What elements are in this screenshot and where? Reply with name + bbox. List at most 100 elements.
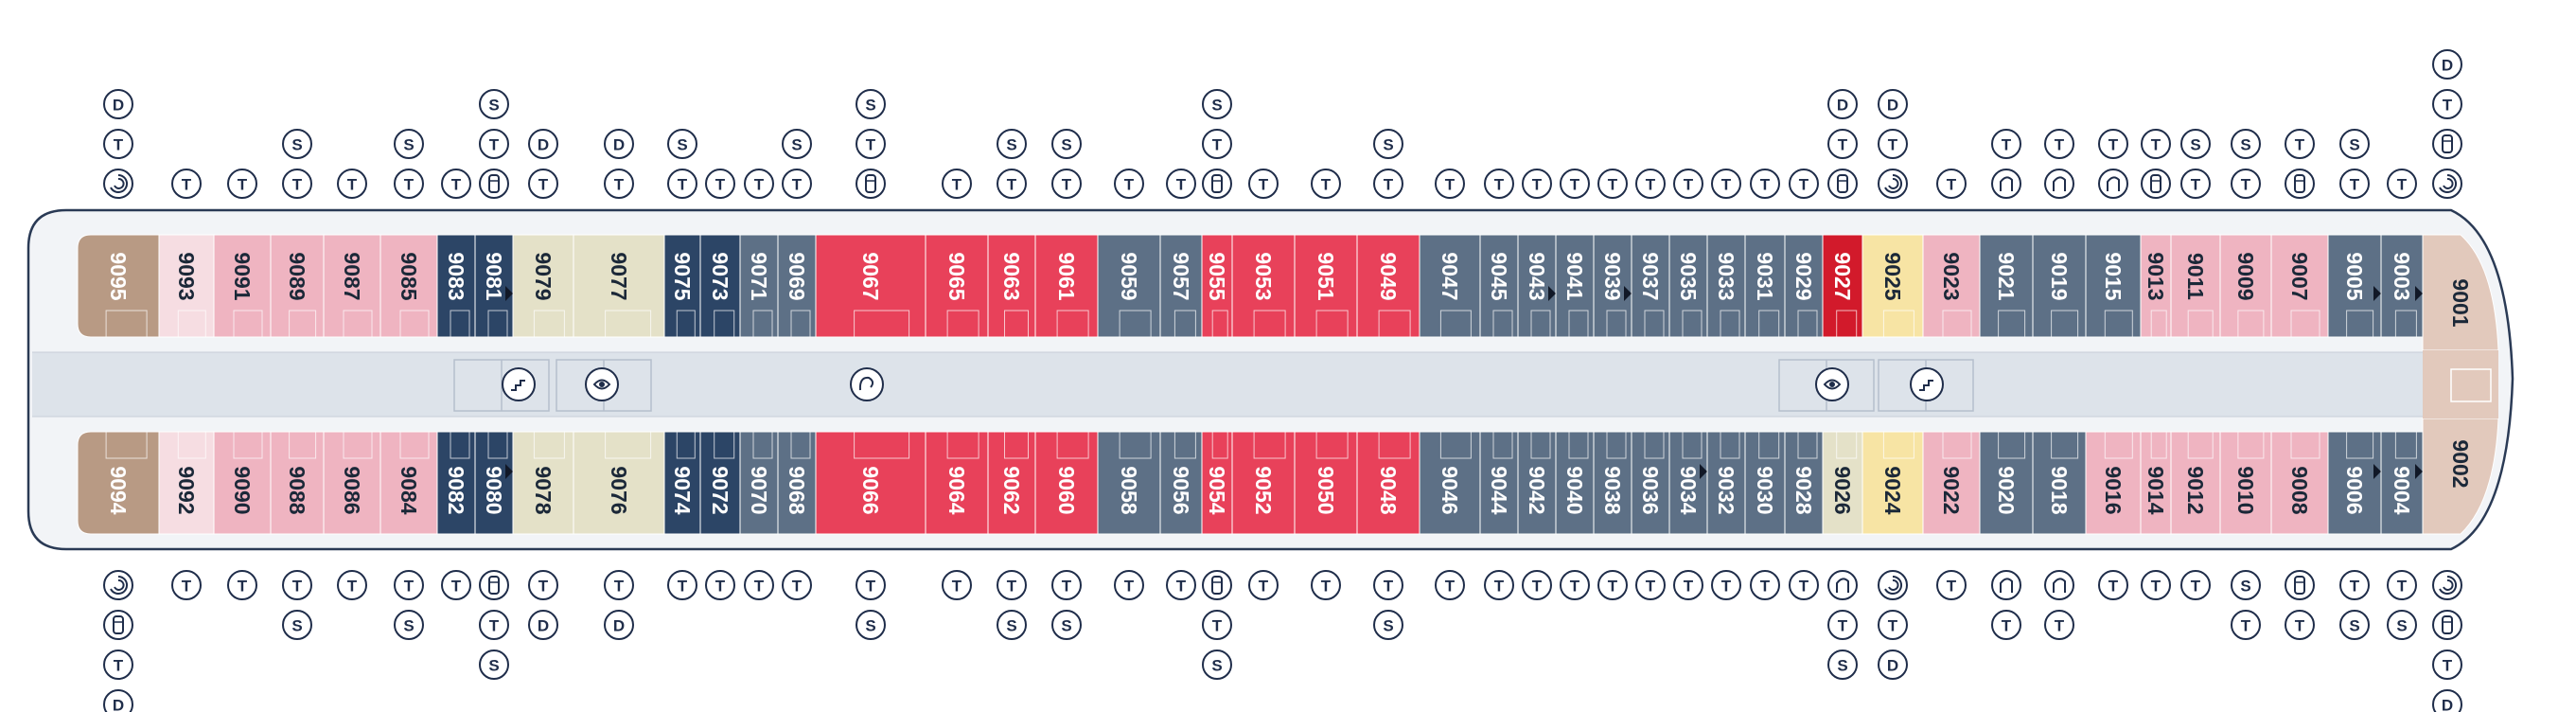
cabin-9006[interactable] — [2327, 431, 2382, 535]
cabin-fill[interactable] — [1479, 234, 1519, 338]
cabin-fill[interactable] — [1784, 234, 1824, 338]
cabin-fill[interactable] — [987, 431, 1036, 535]
cabin-fill[interactable] — [2219, 234, 2272, 338]
cabin-9060[interactable] — [1034, 431, 1099, 535]
cabin-9081[interactable] — [474, 234, 514, 338]
cabin-fill[interactable] — [512, 431, 574, 535]
cabin-fill[interactable] — [987, 234, 1036, 338]
cabin-fill[interactable] — [777, 234, 817, 338]
cabin-fill[interactable] — [1294, 431, 1358, 535]
cabin-9008[interactable] — [2270, 431, 2329, 535]
cabin-fill[interactable] — [1517, 431, 1557, 535]
cabin-fill[interactable] — [1555, 431, 1595, 535]
cabin-9043[interactable] — [1517, 234, 1557, 338]
cabin-9021[interactable] — [1979, 234, 2034, 338]
cabin-9075[interactable] — [663, 234, 701, 338]
cabin-9014[interactable] — [2140, 431, 2172, 535]
cabin-fill[interactable] — [213, 234, 272, 338]
cabin-fill[interactable] — [436, 234, 476, 338]
cabin-9015[interactable] — [2085, 234, 2142, 338]
cabin-9071[interactable] — [739, 234, 779, 338]
cabin-fill[interactable] — [474, 234, 514, 338]
cabin-9087[interactable] — [323, 234, 381, 338]
cabin-9084[interactable] — [379, 431, 438, 535]
cabin-9064[interactable] — [925, 431, 989, 535]
cabin-9065[interactable] — [925, 234, 989, 338]
cabin-9058[interactable] — [1097, 431, 1161, 535]
cabin-9077[interactable] — [573, 234, 665, 338]
cabin-9069[interactable] — [777, 234, 817, 338]
cabin-9041[interactable] — [1555, 234, 1595, 338]
cabin-fill[interactable] — [1479, 431, 1519, 535]
cabin-fill[interactable] — [323, 234, 381, 338]
cabin-9079[interactable] — [512, 234, 574, 338]
cabin-fill[interactable] — [77, 234, 160, 338]
cabin-fill[interactable] — [270, 431, 325, 535]
cabin-9020[interactable] — [1979, 431, 2034, 535]
cabin-fill[interactable] — [2327, 431, 2382, 535]
cabin-fill[interactable] — [1593, 234, 1632, 338]
cabin-fill[interactable] — [2032, 431, 2087, 535]
cabin-9022[interactable] — [1922, 431, 1981, 535]
cabin-fill[interactable] — [573, 431, 665, 535]
cabin-fill[interactable] — [323, 431, 381, 535]
cabin-9033[interactable] — [1706, 234, 1746, 338]
cabin-9024[interactable] — [1861, 431, 1924, 535]
cabin-9053[interactable] — [1231, 234, 1296, 338]
cabin-9061[interactable] — [1034, 234, 1099, 338]
cabin-fill[interactable] — [1097, 234, 1161, 338]
cabin-fill[interactable] — [925, 234, 989, 338]
cabin-fill[interactable] — [573, 234, 665, 338]
cabin-fill[interactable] — [2085, 234, 2142, 338]
cabin-9025[interactable] — [1861, 234, 1924, 338]
cabin-fill[interactable] — [2140, 431, 2172, 535]
cabin-fill[interactable] — [2170, 431, 2221, 535]
cabin-fill[interactable] — [2032, 234, 2087, 338]
cabin-9082[interactable] — [436, 431, 476, 535]
cabin-9037[interactable] — [1631, 234, 1670, 338]
cabin-9050[interactable] — [1294, 431, 1358, 535]
cabin-fill[interactable] — [2085, 431, 2142, 535]
cabin-9051[interactable] — [1294, 234, 1358, 338]
cabin-fill[interactable] — [925, 431, 989, 535]
cabin-fill[interactable] — [158, 234, 215, 338]
cabin-9011[interactable] — [2170, 234, 2221, 338]
cabin-fill[interactable] — [1861, 234, 1924, 338]
cabin-fill[interactable] — [1593, 431, 1632, 535]
cabin-fill[interactable] — [158, 431, 215, 535]
cabin-fill[interactable] — [2270, 431, 2329, 535]
cabin-fill[interactable] — [1922, 431, 1981, 535]
cabin-9056[interactable] — [1159, 431, 1203, 535]
cabin-fill[interactable] — [77, 431, 160, 535]
cabin-9047[interactable] — [1419, 234, 1481, 338]
cabin-9062[interactable] — [987, 431, 1036, 535]
cabin-fill[interactable] — [270, 234, 325, 338]
cabin-9027[interactable] — [1822, 234, 1863, 338]
cabin-fill[interactable] — [2327, 234, 2382, 338]
cabin-9091[interactable] — [213, 234, 272, 338]
cabin-9016[interactable] — [2085, 431, 2142, 535]
cabin-fill[interactable] — [739, 431, 779, 535]
cabin-fill[interactable] — [1979, 234, 2034, 338]
cabin-9029[interactable] — [1784, 234, 1824, 338]
cabin-fill[interactable] — [1034, 234, 1099, 338]
cabin-fill[interactable] — [379, 431, 438, 535]
cabin-fill[interactable] — [1231, 431, 1296, 535]
cabin-9092[interactable] — [158, 431, 215, 535]
cabin-9035[interactable] — [1668, 234, 1708, 338]
cabin-9018[interactable] — [2032, 431, 2087, 535]
cabin-9086[interactable] — [323, 431, 381, 535]
cabin-9068[interactable] — [777, 431, 817, 535]
cabin-9076[interactable] — [573, 431, 665, 535]
cabin-fill[interactable] — [663, 234, 701, 338]
cabin-9034[interactable] — [1668, 431, 1708, 535]
cabin-fill[interactable] — [739, 234, 779, 338]
cabin-9070[interactable] — [739, 431, 779, 535]
cabin-9036[interactable] — [1631, 431, 1670, 535]
cabin-fill[interactable] — [1631, 234, 1670, 338]
cabin-9040[interactable] — [1555, 431, 1595, 535]
cabin-fill[interactable] — [1517, 234, 1557, 338]
cabin-fill[interactable] — [512, 234, 574, 338]
cabin-9074[interactable] — [663, 431, 701, 535]
cabin-9078[interactable] — [512, 431, 574, 535]
